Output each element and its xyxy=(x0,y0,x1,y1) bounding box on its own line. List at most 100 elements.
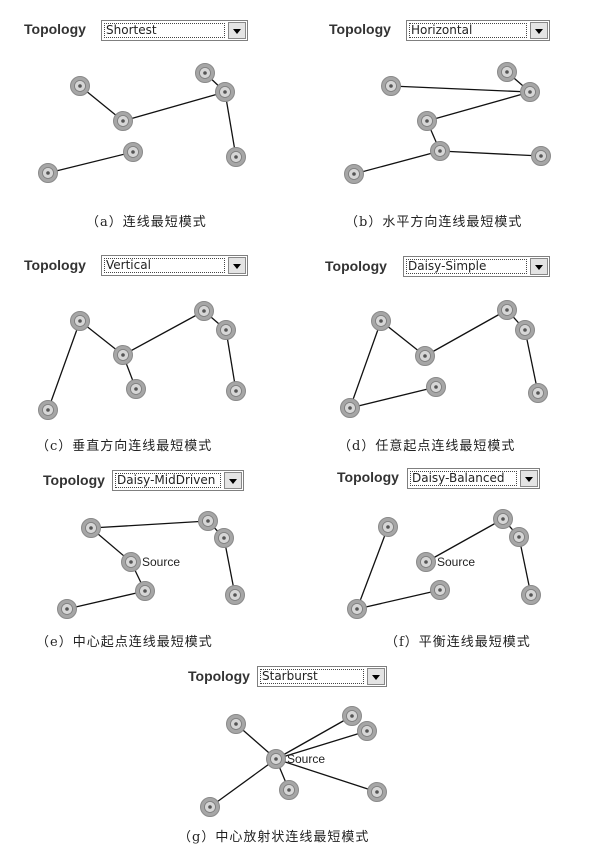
node-icon[interactable] xyxy=(515,320,535,340)
node-icon[interactable] xyxy=(342,706,362,726)
node-icon[interactable] xyxy=(195,63,215,83)
node-icon[interactable] xyxy=(430,580,450,600)
node-icon[interactable] xyxy=(81,518,101,538)
figure-caption: （c）垂直方向连线最短模式 xyxy=(36,439,213,454)
node-icon[interactable] xyxy=(226,147,246,167)
link-line xyxy=(225,329,237,392)
node-icon[interactable] xyxy=(121,552,141,572)
figure-caption: （g）中心放射状连线最短模式 xyxy=(178,830,370,845)
node-icon[interactable] xyxy=(493,509,513,529)
chevron-down-icon[interactable] xyxy=(228,22,246,39)
topology-select[interactable]: Horizontal xyxy=(406,20,550,41)
node-icon[interactable] xyxy=(198,511,218,531)
node-icon[interactable] xyxy=(200,797,220,817)
topology-select-value: Starburst xyxy=(260,669,364,684)
topology-select[interactable]: Starburst xyxy=(257,666,387,687)
node-icon[interactable] xyxy=(378,517,398,537)
link-line xyxy=(439,150,542,157)
topology-select-value: Daisy-MidDriven xyxy=(115,473,221,488)
topology-select[interactable]: Vertical xyxy=(101,255,248,276)
topology-label: Topology xyxy=(329,21,391,37)
topology-select-value: Vertical xyxy=(104,258,225,273)
node-icon[interactable] xyxy=(371,311,391,331)
node-icon[interactable] xyxy=(57,599,77,619)
node-icon[interactable] xyxy=(126,379,146,399)
node-icon[interactable] xyxy=(344,164,364,184)
topology-select-value: Shortest xyxy=(104,23,225,38)
node-icon[interactable] xyxy=(216,320,236,340)
node-icon[interactable] xyxy=(381,76,401,96)
topology-select[interactable]: Daisy-Simple xyxy=(403,256,550,277)
node-icon[interactable] xyxy=(123,142,143,162)
node-icon[interactable] xyxy=(225,585,245,605)
source-label: Source xyxy=(142,555,180,569)
node-icon[interactable] xyxy=(38,163,58,183)
node-icon[interactable] xyxy=(266,749,286,769)
node-icon[interactable] xyxy=(521,585,541,605)
link-line xyxy=(209,758,277,808)
topology-select-value: Horizontal xyxy=(409,23,527,38)
node-icon[interactable] xyxy=(520,82,540,102)
topology-select[interactable]: Daisy-MidDriven xyxy=(112,470,244,491)
chevron-down-icon[interactable] xyxy=(530,258,548,275)
node-icon[interactable] xyxy=(357,721,377,741)
node-icon[interactable] xyxy=(38,400,58,420)
node-icon[interactable] xyxy=(194,301,214,321)
node-icon[interactable] xyxy=(347,599,367,619)
node-icon[interactable] xyxy=(214,528,234,548)
topology-select[interactable]: Daisy-Balanced xyxy=(407,468,540,489)
topology-label: Topology xyxy=(24,21,86,37)
link-line xyxy=(47,320,81,411)
node-icon[interactable] xyxy=(417,111,437,131)
node-icon[interactable] xyxy=(70,76,90,96)
node-icon[interactable] xyxy=(113,111,133,131)
chevron-down-icon[interactable] xyxy=(224,472,242,489)
node-icon[interactable] xyxy=(226,381,246,401)
source-label: Source xyxy=(437,555,475,569)
figure-caption: （a）连线最短模式 xyxy=(86,215,207,230)
topology-label: Topology xyxy=(24,257,86,273)
node-icon[interactable] xyxy=(340,398,360,418)
chevron-down-icon[interactable] xyxy=(367,668,385,685)
node-icon[interactable] xyxy=(113,345,133,365)
link-line xyxy=(356,589,441,610)
node-icon[interactable] xyxy=(430,141,450,161)
topology-select[interactable]: Shortest xyxy=(101,20,248,41)
node-icon[interactable] xyxy=(215,82,235,102)
link-line xyxy=(390,85,531,93)
topology-select-value: Daisy-Simple xyxy=(406,259,527,274)
node-icon[interactable] xyxy=(279,780,299,800)
link-line xyxy=(122,91,226,122)
node-icon[interactable] xyxy=(415,346,435,366)
node-icon[interactable] xyxy=(509,527,529,547)
node-icon[interactable] xyxy=(226,714,246,734)
node-icon[interactable] xyxy=(416,552,436,572)
node-icon[interactable] xyxy=(70,311,90,331)
node-icon[interactable] xyxy=(531,146,551,166)
link-line xyxy=(66,590,146,610)
chevron-down-icon[interactable] xyxy=(530,22,548,39)
node-icon[interactable] xyxy=(528,383,548,403)
link-line xyxy=(122,310,205,356)
topology-label: Topology xyxy=(325,258,387,274)
node-icon[interactable] xyxy=(135,581,155,601)
chevron-down-icon[interactable] xyxy=(228,257,246,274)
node-icon[interactable] xyxy=(426,377,446,397)
node-icon[interactable] xyxy=(367,782,387,802)
link-line xyxy=(424,309,508,357)
link-line xyxy=(353,150,441,175)
link-line xyxy=(356,526,389,610)
figure-caption: （b）水平方向连线最短模式 xyxy=(345,215,523,230)
chevron-down-icon[interactable] xyxy=(520,470,538,487)
node-icon[interactable] xyxy=(497,300,517,320)
topology-label: Topology xyxy=(337,469,399,485)
node-icon[interactable] xyxy=(497,62,517,82)
source-label: Source xyxy=(287,752,325,766)
